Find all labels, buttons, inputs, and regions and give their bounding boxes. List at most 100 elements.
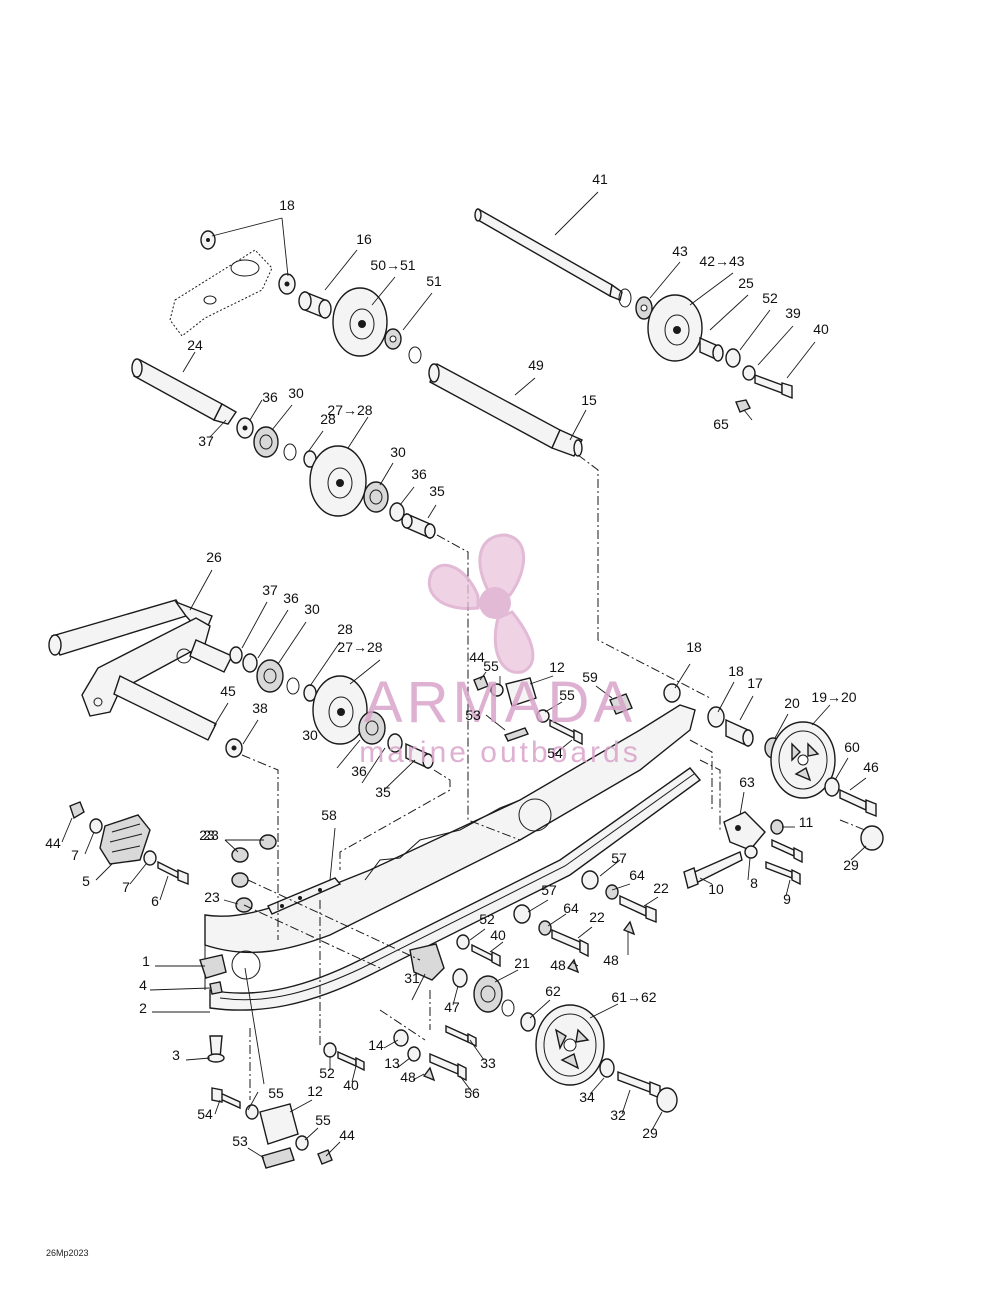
callout-label: 64 — [563, 900, 579, 916]
bolt-40-mid — [471, 943, 501, 968]
block-59 — [609, 693, 633, 715]
washer-52-left — [323, 1042, 337, 1058]
callout-label: 44 — [469, 649, 485, 665]
washer-36-d — [387, 733, 403, 753]
callout-label: 48 — [603, 952, 619, 968]
shaft-41 — [474, 208, 623, 301]
idler-wheel-27-a — [309, 445, 367, 517]
callout-label: 21 — [514, 955, 530, 971]
bolt-46 — [839, 788, 877, 818]
washer-39 — [742, 365, 756, 381]
callout-label: 35 — [375, 784, 391, 800]
washer-34 — [599, 1058, 615, 1078]
washer-18-right-b — [707, 706, 725, 728]
nut-48-b — [622, 920, 636, 936]
callout-label: 29 — [642, 1125, 658, 1141]
callout-label: 34 — [579, 1089, 595, 1105]
callout-label: 55 — [483, 658, 499, 674]
block-12-lower — [259, 1103, 299, 1145]
callout-label: 15 — [581, 392, 597, 408]
washer-52-upper — [725, 348, 741, 368]
washer-18-upper-a — [200, 230, 216, 250]
bearing-30-a — [253, 426, 279, 458]
callout-label: 17 — [747, 675, 763, 691]
watermark-brand: ARMADA — [364, 670, 636, 735]
wheel-61 — [535, 1004, 605, 1086]
callout-label: 43 — [672, 243, 688, 259]
spacer-35-a — [401, 512, 436, 540]
callout-label: 65 — [713, 416, 729, 432]
callout-label: 30 — [288, 385, 304, 401]
callout-label: 63 — [739, 774, 755, 790]
washer-13 — [407, 1046, 421, 1062]
callout-label: 20 — [784, 695, 800, 711]
slide-rail-frame — [204, 704, 702, 1011]
bearing-30-c — [256, 659, 284, 693]
bracket-31 — [409, 943, 445, 981]
washer-57-a — [513, 904, 531, 924]
callout-label: 36 — [262, 389, 278, 405]
callout-label: 52 — [479, 911, 495, 927]
callout-label: 4 — [139, 977, 147, 993]
nut-48-lower — [422, 1066, 436, 1082]
callout-label: 56 — [464, 1085, 480, 1101]
callout-label: 52 — [762, 290, 778, 306]
callout-label: 36 — [351, 763, 367, 779]
callout-label: 27→28 — [337, 639, 382, 655]
callout-label: 28 — [320, 411, 336, 427]
callout-label: 22 — [589, 909, 605, 925]
washer-62 — [520, 1012, 536, 1032]
callout-label: 2 — [139, 1000, 147, 1016]
washer-37-lower — [229, 646, 243, 664]
callout-label: 55 — [315, 1112, 331, 1128]
callout-label: 31 — [404, 970, 420, 986]
callout-label: 54 — [547, 745, 563, 761]
swing-arm-45 — [81, 617, 233, 741]
washer-7-b — [143, 850, 157, 866]
pin-53-lower — [261, 1147, 295, 1169]
nut-44-center — [473, 675, 489, 691]
washer-36-a — [236, 417, 254, 439]
nut-23-a — [259, 834, 277, 850]
bolt-10 — [683, 851, 743, 889]
callout-label: 16 — [356, 231, 372, 247]
callout-label: 52 — [319, 1065, 335, 1081]
callout-label: 28 — [337, 621, 353, 637]
stopper-5 — [99, 814, 151, 865]
spacer-25 — [699, 336, 724, 362]
callout-label: 14 — [368, 1037, 384, 1053]
callout-label: 10 — [708, 881, 724, 897]
bearing-51 — [384, 328, 402, 350]
callout-label: 48 — [400, 1069, 416, 1085]
idler-link-plate — [169, 249, 273, 337]
cap-29-lower — [656, 1087, 678, 1113]
callout-label: 12 — [307, 1083, 323, 1099]
callout-label: 48 — [550, 957, 566, 973]
callout-label: 51 — [426, 273, 442, 289]
assembly-center-lines — [241, 454, 866, 1100]
callout-label: 5 — [82, 873, 90, 889]
callout-label: 36 — [283, 590, 299, 606]
bolt-9-a — [771, 838, 803, 864]
washer-11 — [770, 819, 784, 835]
callout-label: 35 — [429, 483, 445, 499]
bolt-40-upper — [754, 373, 793, 400]
callout-label: 37 — [262, 582, 278, 598]
bolt-40-left — [337, 1050, 365, 1072]
bolt-32 — [617, 1070, 661, 1100]
callout-label: 33 — [480, 1055, 496, 1071]
callout-label: 18 — [279, 197, 295, 213]
callout-label: 49 — [528, 357, 544, 373]
washer-47 — [452, 968, 468, 988]
shaft-24 — [131, 358, 237, 425]
bearing-21 — [473, 975, 503, 1013]
callout-label: 22 — [653, 880, 669, 896]
callout-label: 24 — [187, 337, 203, 353]
washer-7-a — [89, 818, 103, 834]
callout-label: 45 — [220, 683, 236, 699]
callout-label: 1 — [142, 953, 150, 969]
screw-3 — [207, 1035, 225, 1063]
callout-label: 53 — [232, 1133, 248, 1149]
washer-14 — [393, 1029, 409, 1047]
